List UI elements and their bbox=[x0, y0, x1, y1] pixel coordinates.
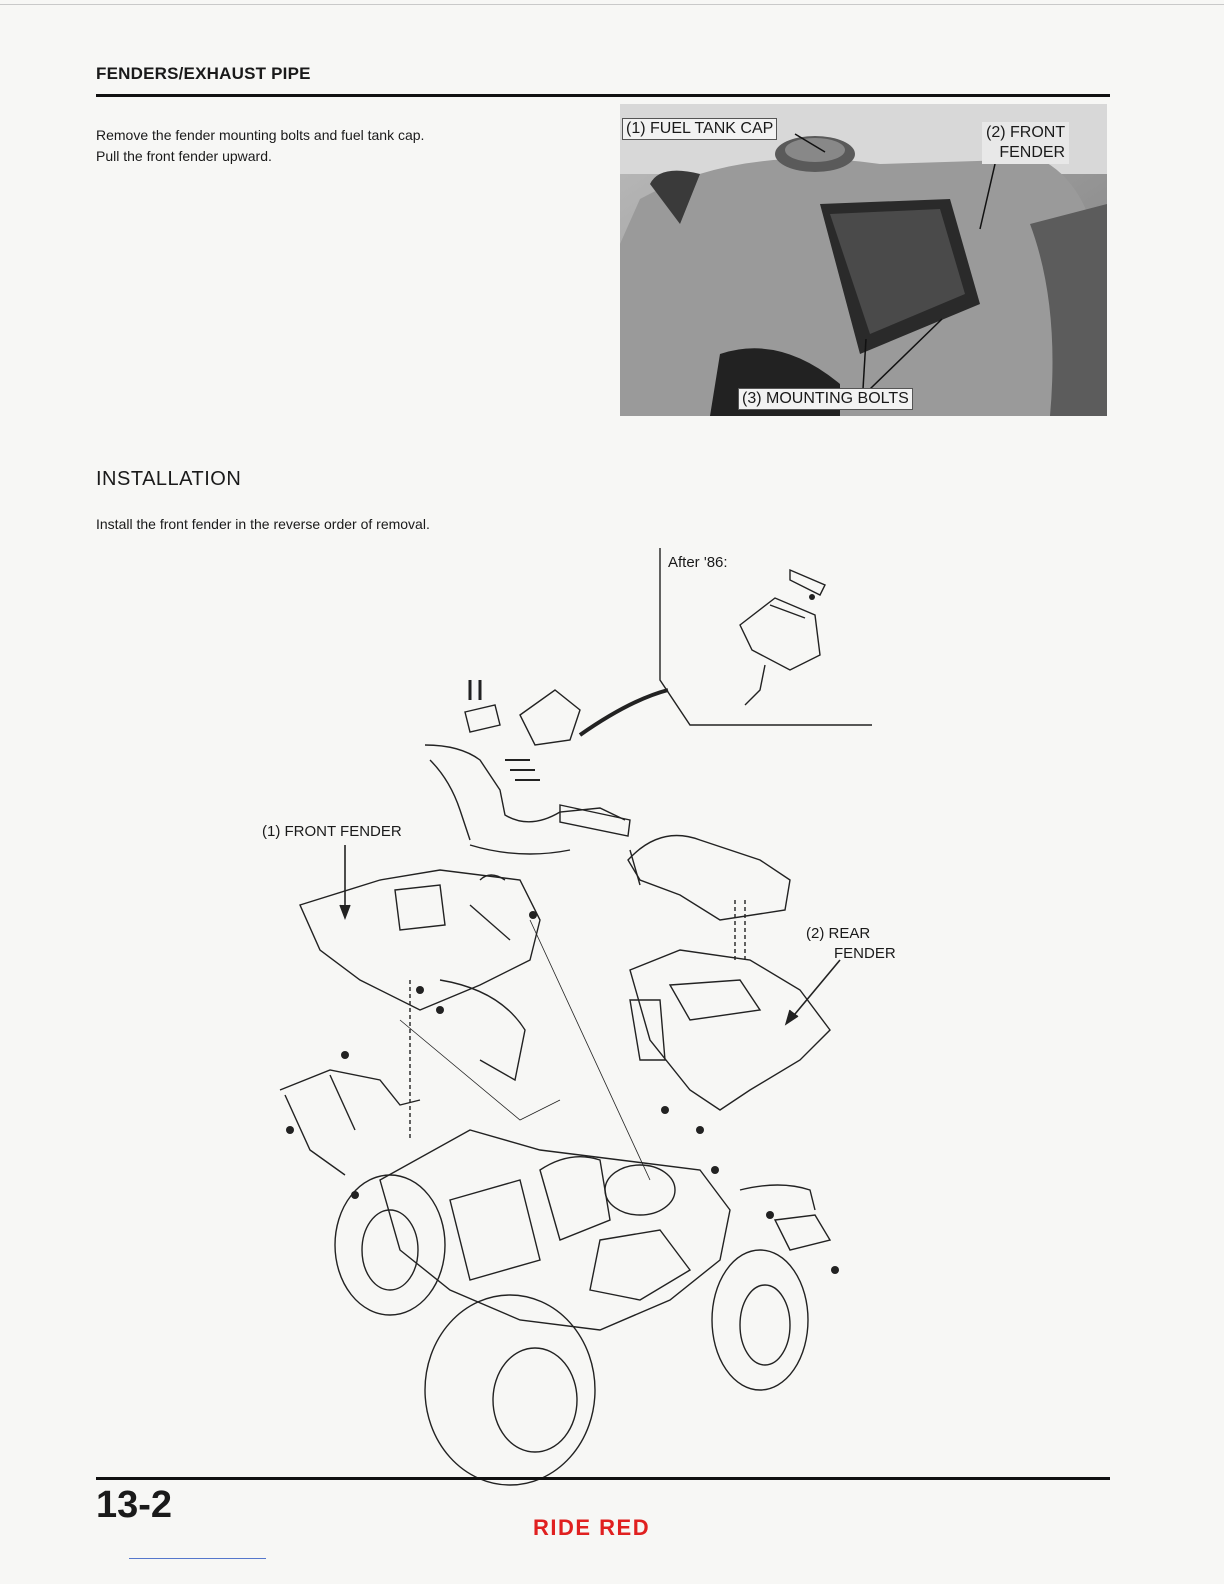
rear-fender-shape bbox=[630, 950, 830, 1110]
footer-underline bbox=[129, 1558, 266, 1559]
diagram-label-front-fender: (1) FRONT FENDER bbox=[262, 822, 402, 842]
footer-divider bbox=[96, 1477, 1110, 1480]
footer-brand: RIDE RED bbox=[533, 1515, 650, 1541]
diagram-label-rear-fender-line2: FENDER bbox=[806, 945, 896, 962]
page-number: 13-2 bbox=[96, 1484, 172, 1527]
inset-label-after-86: After '86: bbox=[668, 554, 728, 571]
rear-left-wheel bbox=[605, 1165, 675, 1215]
seat-shape bbox=[628, 836, 790, 921]
front-right-wheel bbox=[425, 1295, 595, 1485]
inset-frame bbox=[660, 548, 872, 725]
diagram-label-rear-fender-line1: (2) REAR bbox=[806, 925, 870, 942]
inset-pointer-arrow bbox=[580, 690, 668, 735]
rear-right-wheel bbox=[712, 1250, 808, 1390]
diagram-label-rear-fender: (2) REAR FENDER bbox=[806, 924, 896, 964]
frame-shape bbox=[380, 1130, 730, 1330]
